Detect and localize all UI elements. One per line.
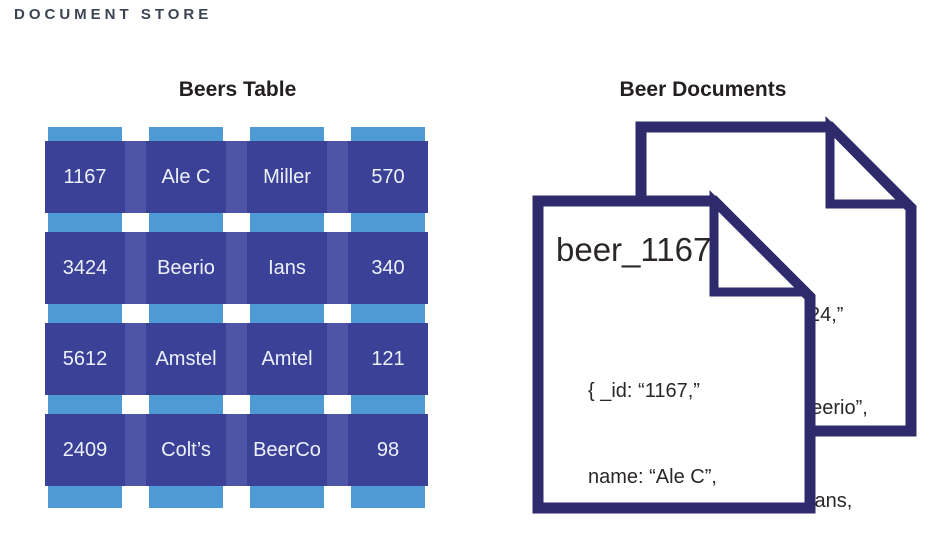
table-cell: 3424 [45,232,125,304]
table-cell: Amstel [146,323,226,395]
beers-table-grid: 1167 Ale C Miller 570 3424 Beerio Ians 3… [45,127,428,508]
back-document-body-line: brewer: “Ians, [730,490,853,512]
table-cell: 340 [348,232,428,304]
back-document-body: { _id: “3424,” name: “Beerio”, brewer: “… [730,238,868,542]
page-title: DOCUMENT STORE [14,6,213,23]
beer-documents-title: Beer Documents [619,78,787,101]
table-cell: 5612 [45,323,125,395]
front-document-body-line: name: “Ale C”, [588,465,717,488]
table-cell: BeerCo [247,414,327,486]
table-cell: 121 [348,323,428,395]
front-document-body: { _id: “1167,” name: “Ale C”, brewer:“Mi… [588,320,721,542]
table-cell: Beerio [146,232,226,304]
table-cell: Ale C [146,141,226,213]
front-document-body-line: { _id: “1167,” [588,380,700,403]
back-document-body-line: name: “Beerio”, [730,397,868,419]
table-cell: 1167 [45,141,125,213]
table-cell: Ians [247,232,327,304]
back-document-body-line: { _id: “3424,” [730,304,844,326]
table-cell: 570 [348,141,428,213]
table-cell: Miller [247,141,327,213]
table-cell: 98 [348,414,428,486]
table-cell: Amtel [247,323,327,395]
table-cell: Colt’s [146,414,226,486]
front-document-title: beer_1167 [556,231,712,268]
beers-table-title: Beers Table [178,78,297,101]
table-cell: 2409 [45,414,125,486]
